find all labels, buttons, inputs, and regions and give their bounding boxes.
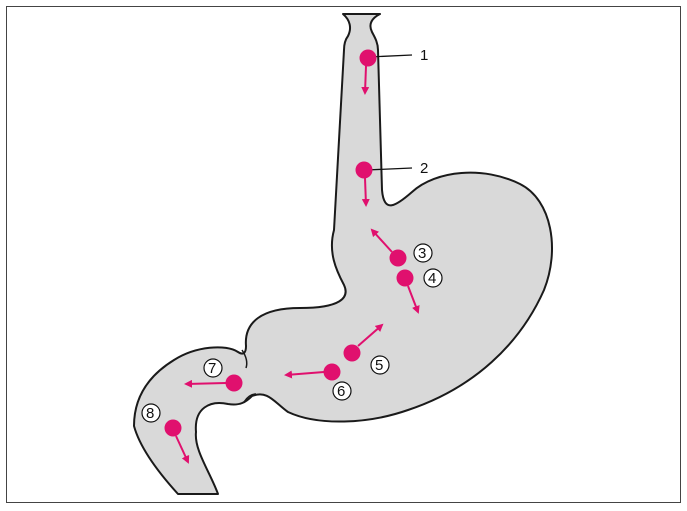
label-8: 8: [146, 405, 154, 422]
marker-dot-5: [344, 345, 361, 362]
label-5: 5: [375, 357, 383, 374]
label-1: 1: [420, 47, 428, 64]
marker-dot-1: [360, 50, 377, 67]
label-7: 7: [208, 360, 216, 377]
label-6: 6: [337, 383, 345, 400]
marker-dot-7: [226, 375, 243, 392]
arrow-1: [365, 66, 366, 93]
marker-dot-2: [356, 162, 373, 179]
arrow-7: [186, 383, 226, 384]
stomach-outline: [134, 14, 552, 494]
marker-dot-3: [390, 250, 407, 267]
marker-dot-8: [165, 420, 182, 437]
arrow-2: [365, 178, 366, 205]
label-2: 2: [420, 160, 428, 177]
label-4: 4: [428, 270, 436, 287]
marker-dot-4: [397, 270, 414, 287]
marker-dot-6: [324, 364, 341, 381]
label-3: 3: [418, 245, 426, 262]
